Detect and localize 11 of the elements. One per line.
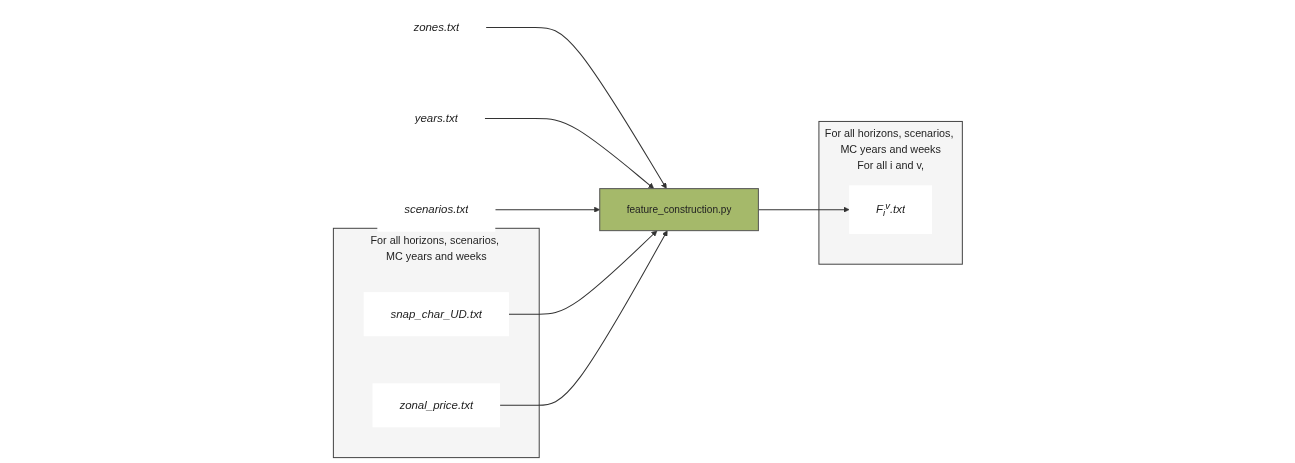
node-text: years.txt <box>414 111 458 125</box>
arrow <box>485 26 667 189</box>
arrow <box>483 118 654 189</box>
node-box: zonal_price.txt <box>372 383 500 428</box>
node-box: snap_char_UD.txt <box>363 292 509 337</box>
node-box: F$_{i}$$^{v}$.txt <box>848 185 932 234</box>
node-text: zones.txt <box>413 20 459 34</box>
arrow <box>499 230 668 406</box>
node-box: feature_construction.py <box>598 188 759 232</box>
arrow <box>494 206 600 213</box>
arrow <box>508 230 657 315</box>
